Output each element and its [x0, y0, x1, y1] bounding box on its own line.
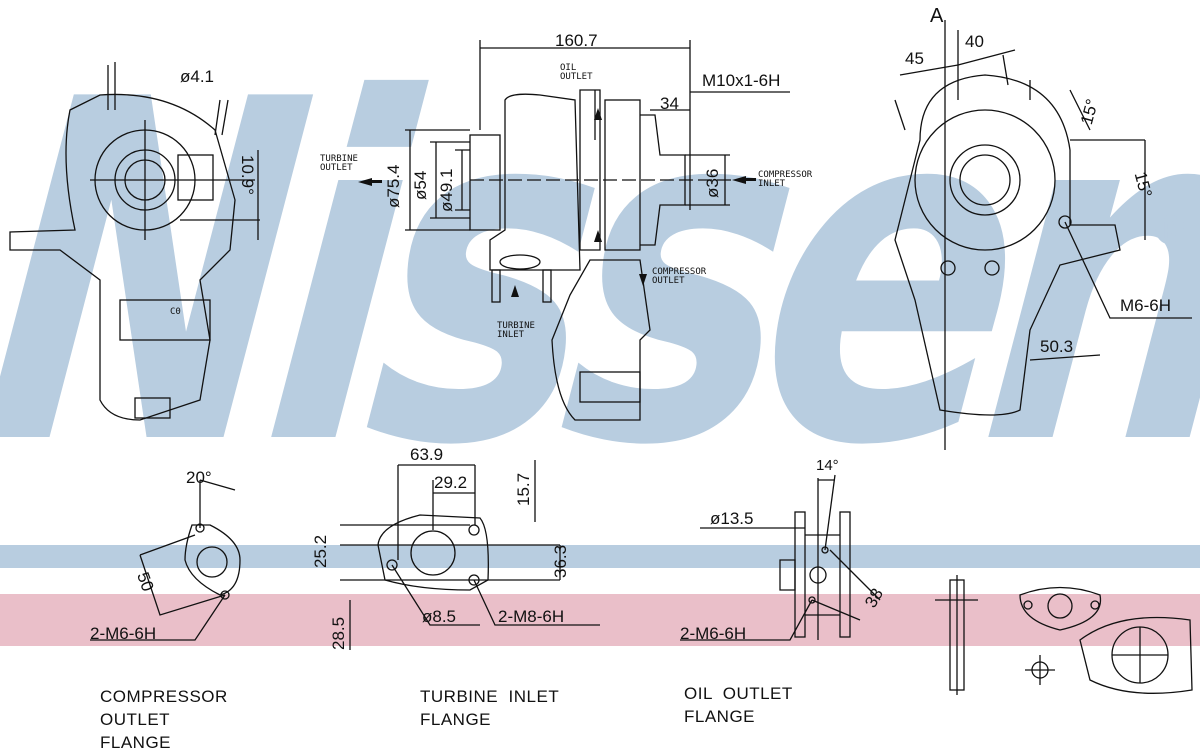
dim-m6-thread: M6-6H — [1120, 296, 1172, 315]
dim-50-3: 50.3 — [1040, 337, 1074, 356]
dim-d49: ø49.1 — [437, 168, 456, 212]
dim-oil-thread-flange: 2-M6-6H — [680, 624, 747, 643]
watermark-band-blue — [0, 545, 1200, 568]
dim-hole-d4: ø4.1 — [180, 67, 215, 86]
label-turbine-inlet: TURBINE INLET — [497, 321, 535, 341]
gasket-drawings — [935, 575, 1193, 695]
dim-angle-20: 20° — [186, 468, 212, 487]
dim-63-9: 63.9 — [410, 445, 444, 464]
dim-36-3: 36.3 — [551, 544, 570, 578]
dim-turbine-thread: 2-M8-6H — [498, 607, 565, 626]
dim-29-2: 29.2 — [434, 473, 468, 492]
right-view-housing — [894, 20, 1192, 450]
dim-angle-10-9: 10.9° — [238, 155, 257, 195]
dim-28-5: 28.5 — [329, 616, 348, 650]
dim-overall-length: 160.7 — [555, 31, 598, 50]
dim-compressor-thread: 2-M6-6H — [90, 624, 157, 643]
dim-15-7: 15.7 — [514, 472, 533, 506]
section-mark-a: A — [930, 5, 944, 27]
label-compressor-inlet: COMPRESSOR INLET — [758, 170, 813, 190]
dim-hole-d8-5: ø8.5 — [422, 607, 457, 626]
caption-turbine-inlet-flange: TURBINE INLET FLANGE — [420, 687, 560, 729]
turbine-inlet-flange-drawing — [340, 460, 600, 650]
side-view-housing — [405, 40, 790, 421]
dim-45: 45 — [905, 49, 924, 68]
dim-oil-thread: M10x1-6H — [702, 71, 781, 90]
dim-40: 40 — [965, 32, 984, 51]
registered-mark: ® — [1155, 206, 1186, 253]
dim-34: 34 — [660, 94, 679, 113]
dim-d54: ø54 — [411, 170, 430, 200]
actuator-mark: C0 — [170, 307, 181, 317]
caption-oil-outlet-flange: OIL OUTLET FLANGE — [684, 684, 793, 726]
caption-compressor-outlet-flange: COMPRESSOR OUTLET FLANGE — [100, 687, 228, 752]
oil-outlet-flange-drawing — [680, 474, 881, 641]
flow-arrows — [358, 108, 756, 297]
compressor-outlet-flange-drawing — [90, 479, 241, 641]
dim-d75: ø75.4 — [384, 164, 403, 208]
label-compressor-outlet: COMPRESSOR OUTLET — [652, 267, 707, 287]
left-view-housing — [9, 62, 260, 421]
label-oil-outlet: OIL OUTLET — [560, 63, 593, 83]
dim-angle-14: 14° — [816, 457, 839, 474]
label-turbine-outlet: TURBINE OUTLET — [320, 154, 358, 174]
dim-d36: ø36 — [703, 168, 722, 198]
dim-25-2: 25.2 — [311, 534, 330, 568]
dim-hole-d13-5: ø13.5 — [710, 509, 754, 528]
